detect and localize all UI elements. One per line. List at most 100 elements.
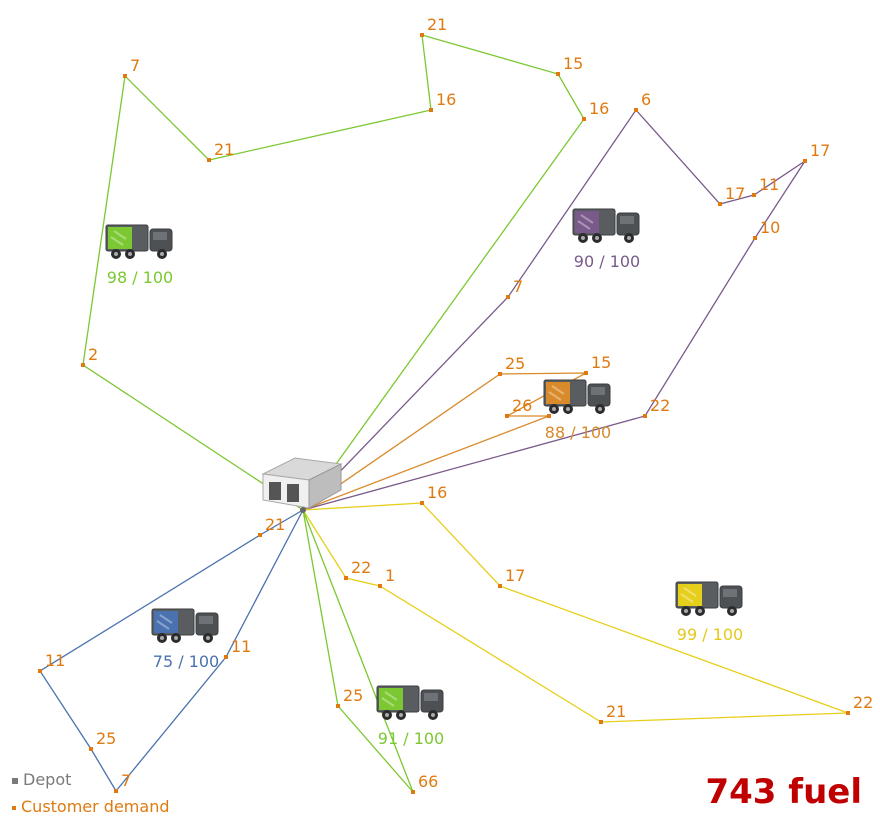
customer-demand-label: 21 [427,15,447,34]
customer-stop [258,533,262,537]
truck-icon [105,224,173,259]
customer-demand-label: 25 [96,729,116,748]
truck-icon [543,379,611,414]
customer-demand-label: 7 [130,56,140,75]
route-line [302,502,849,723]
customer-demand-label: 6 [641,90,651,109]
customer-stop [429,108,433,112]
route-line [39,509,304,793]
customer-stop [336,704,340,708]
customer-demand-label: 22 [351,558,371,577]
total-fuel: 743 fuel [705,772,862,812]
customer-stop [753,236,757,240]
customer-demand-label: 66 [418,772,438,791]
customer-stop [38,669,42,673]
truck-load-label: 99 / 100 [677,625,743,644]
customer-stop [81,363,85,367]
customer-demand-label: 26 [512,396,532,415]
depot-swatch-icon [12,777,18,784]
truck-icon [675,581,743,616]
truck-load-label: 91 / 100 [378,729,444,748]
customer-demand-label: 22 [650,396,670,415]
customer-stop [506,295,510,299]
customer-stop [846,711,850,715]
customer-stop [505,414,509,418]
customer-demand-label: 21 [265,515,285,534]
route-blue: 21 11 25 7 11 [38,509,304,793]
customer-stop [584,371,588,375]
customer-demand-label: 25 [343,686,363,705]
customer-demand-label: 17 [810,141,830,160]
route-green-north: 16 15 21 16 21 7 2 [81,15,609,511]
customer-stop [718,202,722,206]
truck-load-label: 88 / 100 [545,423,611,442]
truck-icon [376,685,444,720]
customer-stop [224,655,228,659]
customer-stop [114,789,118,793]
legend-depot-label: Depot [23,770,72,789]
truck-green-south: 91 / 100 [376,685,444,748]
customer-demand-label: 21 [606,702,626,721]
truck-blue: 75 / 100 [151,608,219,671]
customer-stop [643,414,647,418]
truck-purple: 90 / 100 [572,208,640,271]
customer-stop [498,372,502,376]
customer-demand-label: 1 [385,566,395,585]
customer-demand-label: 7 [121,771,131,790]
customer-demand-label: 16 [436,90,456,109]
customer-stop [556,72,560,76]
customer-demand-label: 11 [231,637,251,656]
customer-demand-label: 15 [591,353,611,372]
legend-customer-label: Customer demand [21,797,170,816]
route-orange: 25 15 26 [302,353,611,511]
route-yellow: 16 17 22 21 1 22 [302,483,873,724]
customer-stop [498,584,502,588]
customer-demand-label: 22 [853,693,873,712]
customer-demand-label: 11 [759,175,779,194]
truck-load-label: 90 / 100 [574,252,640,271]
customer-demand-label: 16 [589,99,609,118]
customer-stop [752,193,756,197]
customer-stop [634,108,638,112]
route-line [302,509,414,793]
customer-stop [207,158,211,162]
truck-load-label: 98 / 100 [107,268,173,287]
customer-stop [420,33,424,37]
customer-demand-label: 15 [563,54,583,73]
customer-stop [344,576,348,580]
truck-icon [572,208,640,243]
customer-stop [420,501,424,505]
customer-stop [803,159,807,163]
depot [261,457,343,513]
truck-yellow: 99 / 100 [675,581,743,644]
trucks-layer: 98 / 100 90 / 100 88 / 100 99 / 100 75 / 100… [105,208,743,748]
truck-icon [151,608,219,643]
customer-swatch-icon [12,805,16,810]
customer-demand-label: 17 [505,566,525,585]
legend-depot: Depot [12,770,71,790]
route-green-south: 25 66 [302,509,438,794]
customer-demand-label: 2 [88,345,98,364]
customer-stop [89,747,93,751]
customer-stop [123,74,127,78]
customer-stop [378,584,382,588]
route-purple: 7 6 17 11 17 10 22 [302,90,830,511]
customer-stop [599,720,603,724]
truck-orange: 88 / 100 [543,379,611,442]
customer-stop [411,790,415,794]
customer-demand-label: 21 [214,140,234,159]
truck-load-label: 75 / 100 [153,652,219,671]
route-line [302,108,806,511]
customer-stop [582,117,586,121]
customer-demand-label: 7 [513,277,523,296]
customer-demand-label: 11 [45,651,65,670]
customer-stop [547,414,551,418]
customer-demand-label: 10 [760,218,780,237]
customer-demand-label: 16 [427,483,447,502]
customer-demand-label: 17 [725,184,745,203]
truck-green-north: 98 / 100 [105,224,173,287]
customer-demand-label: 25 [505,354,525,373]
legend-customer: Customer demand [12,797,170,817]
